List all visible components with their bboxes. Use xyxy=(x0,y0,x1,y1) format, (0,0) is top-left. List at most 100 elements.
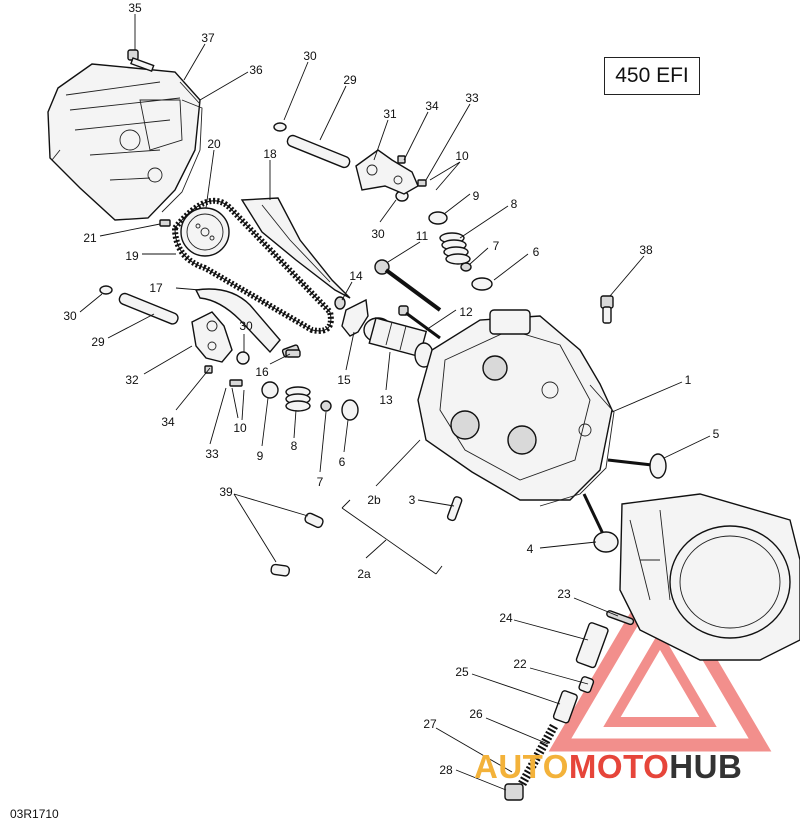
long-bolt-12 xyxy=(398,305,441,340)
callout-30: 30 xyxy=(63,309,77,323)
rocker-shaft-lower xyxy=(118,292,179,325)
o-ring-c xyxy=(99,285,113,295)
tensioner-body-24 xyxy=(575,622,609,669)
o-ring-23 xyxy=(606,610,635,626)
callout-20: 20 xyxy=(207,137,221,151)
callout-15: 15 xyxy=(337,373,351,387)
callout-14: 14 xyxy=(349,269,363,283)
valve-spring-lower xyxy=(285,386,311,412)
callout-24: 24 xyxy=(499,611,513,625)
retainer-upper xyxy=(428,211,448,225)
callout-9: 9 xyxy=(257,449,264,463)
callout-29: 29 xyxy=(91,335,105,349)
callout-7: 7 xyxy=(493,239,500,253)
callout-16: 16 xyxy=(255,365,269,379)
callout-39: 39 xyxy=(219,485,233,499)
adjuster-nut-a xyxy=(397,155,406,164)
watermark-logo: AUTO MOTO HUB xyxy=(474,748,742,786)
head-gasket xyxy=(539,384,615,507)
keeper-lower xyxy=(320,400,332,412)
adjuster-nut-d xyxy=(229,379,243,387)
plug-14 xyxy=(334,296,346,310)
callout-2b: 2b xyxy=(367,493,381,507)
callout-6: 6 xyxy=(533,245,540,259)
o-ring-d xyxy=(236,351,250,365)
adjuster-nut-b xyxy=(417,179,427,187)
intake-valve xyxy=(582,493,619,553)
watermark-word-auto: AUTO xyxy=(474,748,569,785)
chain-guide xyxy=(240,197,351,299)
model-label: 450 EFI xyxy=(615,64,689,87)
callout-labels: 35 37 36 30 29 31 34 33 10 9 8 20 18 30 … xyxy=(63,1,719,777)
tensioner-part-22 xyxy=(578,676,595,694)
washer-lower xyxy=(341,399,359,421)
spring-26 xyxy=(518,723,558,787)
model-label-box: 450 EFI xyxy=(604,57,700,95)
callout-25: 25 xyxy=(455,665,469,679)
rocker-shaft-upper xyxy=(286,134,351,169)
callout-30: 30 xyxy=(239,319,253,333)
washer-upper xyxy=(471,277,493,291)
dowel-3 xyxy=(446,496,463,522)
callout-8: 8 xyxy=(291,439,298,453)
callout-33: 33 xyxy=(465,91,479,105)
sensor-38 xyxy=(600,295,614,324)
cam-sprocket xyxy=(180,207,230,257)
callout-9: 9 xyxy=(473,189,480,203)
callout-26: 26 xyxy=(469,707,483,721)
callout-10: 10 xyxy=(455,149,469,163)
callout-37: 37 xyxy=(201,31,215,45)
tensioner-part-25 xyxy=(552,690,578,724)
cylinder xyxy=(619,493,800,661)
bolt-16 xyxy=(285,349,301,358)
callout-30: 30 xyxy=(303,49,317,63)
callout-17: 17 xyxy=(149,281,163,295)
reference-code: 03R1710 xyxy=(10,807,59,821)
bolt-28 xyxy=(504,783,524,801)
callout-18: 18 xyxy=(263,147,277,161)
callout-35: 35 xyxy=(128,1,142,15)
dowel-39b xyxy=(270,563,291,577)
long-bolt-11 xyxy=(374,259,442,312)
callout-4: 4 xyxy=(527,542,534,556)
callout-22: 22 xyxy=(513,657,527,671)
cylinder-head xyxy=(417,309,613,501)
callout-12: 12 xyxy=(459,305,473,319)
bracket-15 xyxy=(341,298,369,337)
watermark-word-hub: HUB xyxy=(669,748,743,785)
callout-21: 21 xyxy=(83,231,97,245)
cover-gasket xyxy=(161,99,203,213)
keeper-upper xyxy=(460,262,472,272)
o-ring-a xyxy=(273,122,287,132)
callout-36: 36 xyxy=(249,63,263,77)
callout-38: 38 xyxy=(639,243,653,257)
callout-27: 27 xyxy=(423,717,437,731)
dowel-39a xyxy=(304,512,324,529)
valve-spring-upper xyxy=(439,232,471,265)
callout-5: 5 xyxy=(713,427,720,441)
callout-28: 28 xyxy=(439,763,453,777)
watermark-word-moto: MOTO xyxy=(568,748,670,785)
bolt-21 xyxy=(159,219,171,227)
rocker-arm-lower xyxy=(191,311,233,363)
rocker-arm-upper xyxy=(355,149,419,195)
chain-guide-lower xyxy=(194,288,281,354)
exhaust-valve xyxy=(607,453,667,479)
callout-1: 1 xyxy=(685,373,692,387)
callout-11: 11 xyxy=(416,229,429,243)
callout-6: 6 xyxy=(339,455,346,469)
callout-7: 7 xyxy=(317,475,324,489)
callout-33: 33 xyxy=(205,447,219,461)
callout-8: 8 xyxy=(511,197,518,211)
callout-3: 3 xyxy=(409,493,416,507)
callout-34: 34 xyxy=(161,415,175,429)
callout-13: 13 xyxy=(379,393,393,407)
callout-34: 34 xyxy=(425,99,439,113)
callout-32: 32 xyxy=(125,373,139,387)
leader-lines xyxy=(79,14,711,791)
cover-bolt xyxy=(127,49,155,73)
callout-29: 29 xyxy=(343,73,357,87)
callout-31: 31 xyxy=(383,107,397,121)
callout-23: 23 xyxy=(557,587,571,601)
